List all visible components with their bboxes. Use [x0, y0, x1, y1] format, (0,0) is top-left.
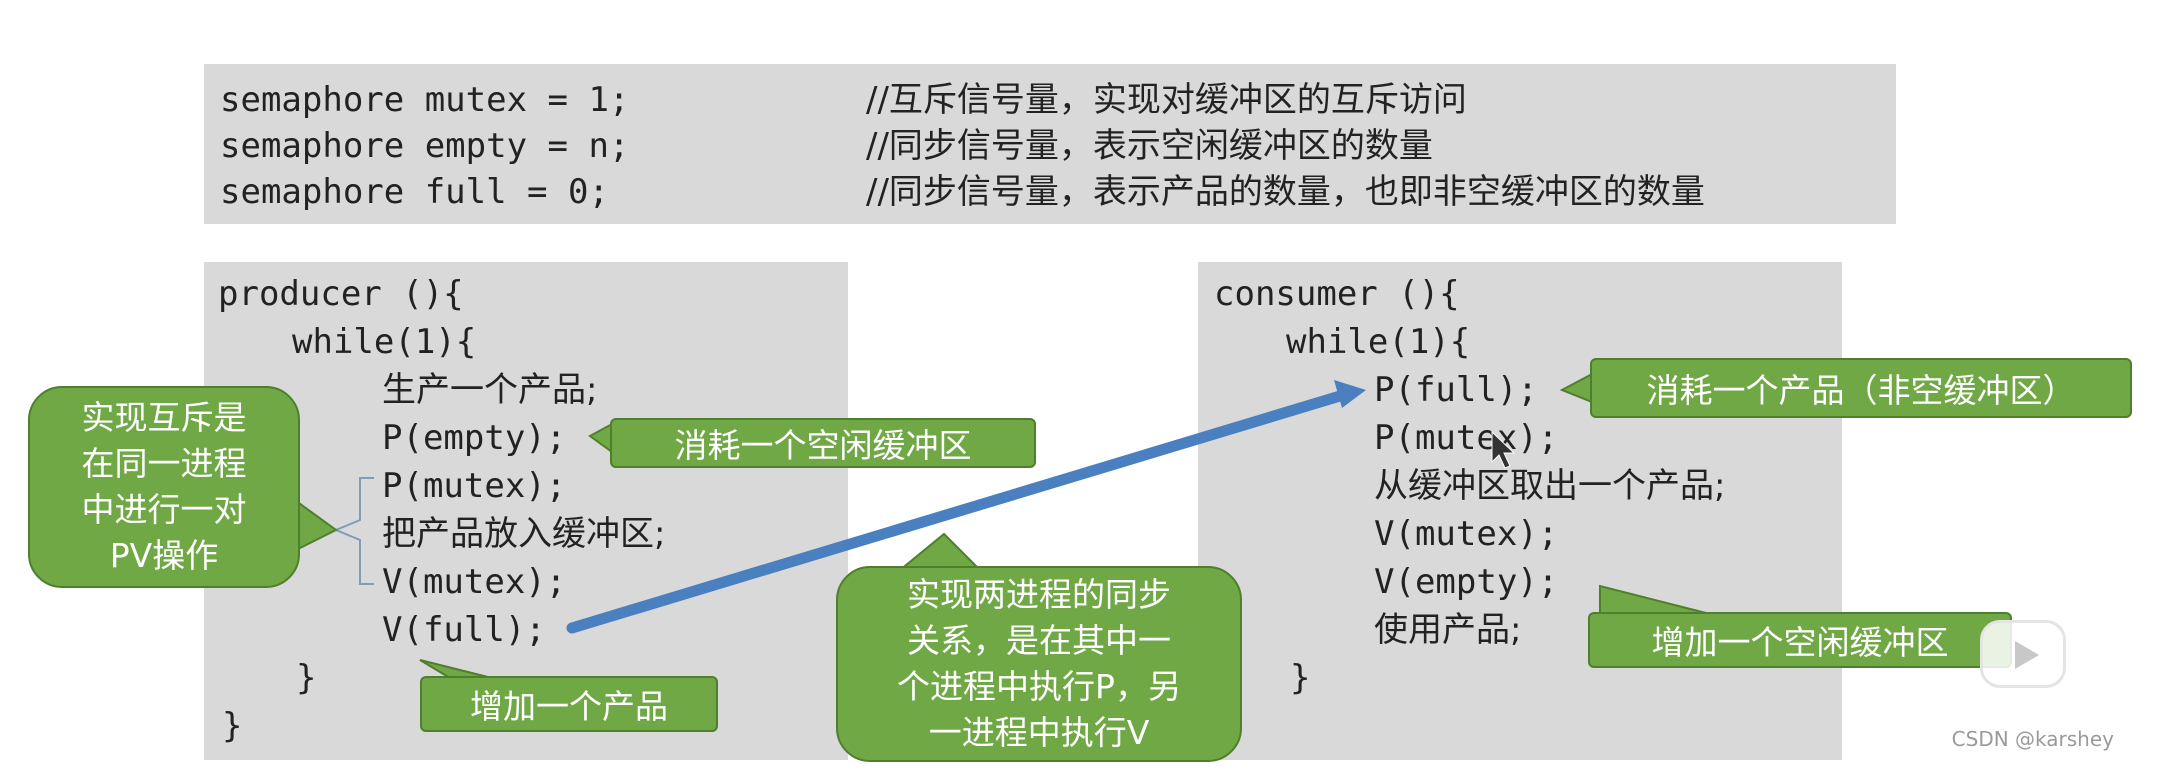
producer-close: } [222, 706, 243, 746]
sync-note-tail [897, 532, 983, 571]
consume-empty-callout: 消耗一个空闲缓冲区 [610, 418, 1036, 468]
add-product-callout: 增加一个产品 [420, 676, 718, 732]
add-empty-text: 增加一个空闲缓冲区 [1651, 623, 1949, 662]
sync-arrow-head [1334, 380, 1366, 408]
decl-code-empty: semaphore empty = n; [220, 126, 630, 166]
decl-comment-mutex: //互斥信号量，实现对缓冲区的互斥访问 [866, 80, 1467, 120]
consumer-header: consumer (){ [1214, 274, 1460, 314]
declarations-panel [204, 64, 1896, 224]
producer-while-close: } [296, 658, 317, 698]
producer-v-full: V(full); [382, 610, 546, 650]
consumer-v-empty: V(empty); [1374, 562, 1559, 602]
consumer-use: 使用产品; [1374, 610, 1522, 650]
consumer-panel [1198, 262, 1842, 760]
consume-full-text: 消耗一个产品（非空缓冲区） [1646, 371, 2076, 410]
sync-note-callout: 实现两进程的同步 关系，是在其中一 个进程中执行P，另 一进程中执行V [836, 566, 1242, 762]
consumer-while: while(1){ [1286, 322, 1471, 362]
consume-full-tail [1559, 372, 1593, 404]
add-empty-tail [1599, 584, 1711, 615]
producer-p-mutex: P(mutex); [382, 466, 567, 506]
producer-p-empty: P(empty); [382, 418, 567, 458]
consumer-p-full: P(full); [1374, 370, 1538, 410]
consumer-take: 从缓冲区取出一个产品; [1374, 466, 1726, 506]
producer-put: 把产品放入缓冲区; [382, 514, 666, 554]
cursor-icon [1491, 430, 1516, 469]
consumer-v-mutex: V(mutex); [1374, 514, 1559, 554]
producer-header: producer (){ [218, 274, 464, 314]
sync-arrow-line [566, 390, 1346, 634]
play-icon[interactable] [1980, 620, 2066, 688]
consume-empty-text: 消耗一个空闲缓冲区 [674, 426, 972, 465]
mutex-brace [333, 477, 374, 585]
producer-produce: 生产一个产品; [382, 370, 598, 410]
add-product-text: 增加一个产品 [470, 687, 668, 726]
producer-while: while(1){ [292, 322, 477, 362]
decl-code-full: semaphore full = 0; [220, 172, 609, 212]
decl-comment-empty: //同步信号量，表示空闲缓冲区的数量 [866, 126, 1433, 166]
consume-empty-tail [588, 422, 613, 454]
mutex-note-text: 实现互斥是 在同一进程 中进行一对 PV操作 [81, 398, 247, 575]
mutex-note-callout: 实现互斥是 在同一进程 中进行一对 PV操作 [28, 386, 300, 588]
consume-full-callout: 消耗一个产品（非空缓冲区） [1590, 358, 2132, 418]
consumer-while-close: } [1290, 658, 1311, 698]
add-empty-callout: 增加一个空闲缓冲区 [1588, 612, 2012, 668]
consumer-p-mutex: P(mutex); [1374, 418, 1559, 458]
decl-comment-full: //同步信号量，表示产品的数量，也即非空缓冲区的数量 [866, 172, 1705, 212]
sync-note-text: 实现两进程的同步 关系，是在其中一 个进程中执行P，另 一进程中执行V [897, 575, 1181, 752]
decl-code-mutex: semaphore mutex = 1; [220, 80, 630, 120]
watermark: CSDN @karshey [1951, 727, 2114, 751]
producer-v-mutex: V(mutex); [382, 562, 567, 602]
